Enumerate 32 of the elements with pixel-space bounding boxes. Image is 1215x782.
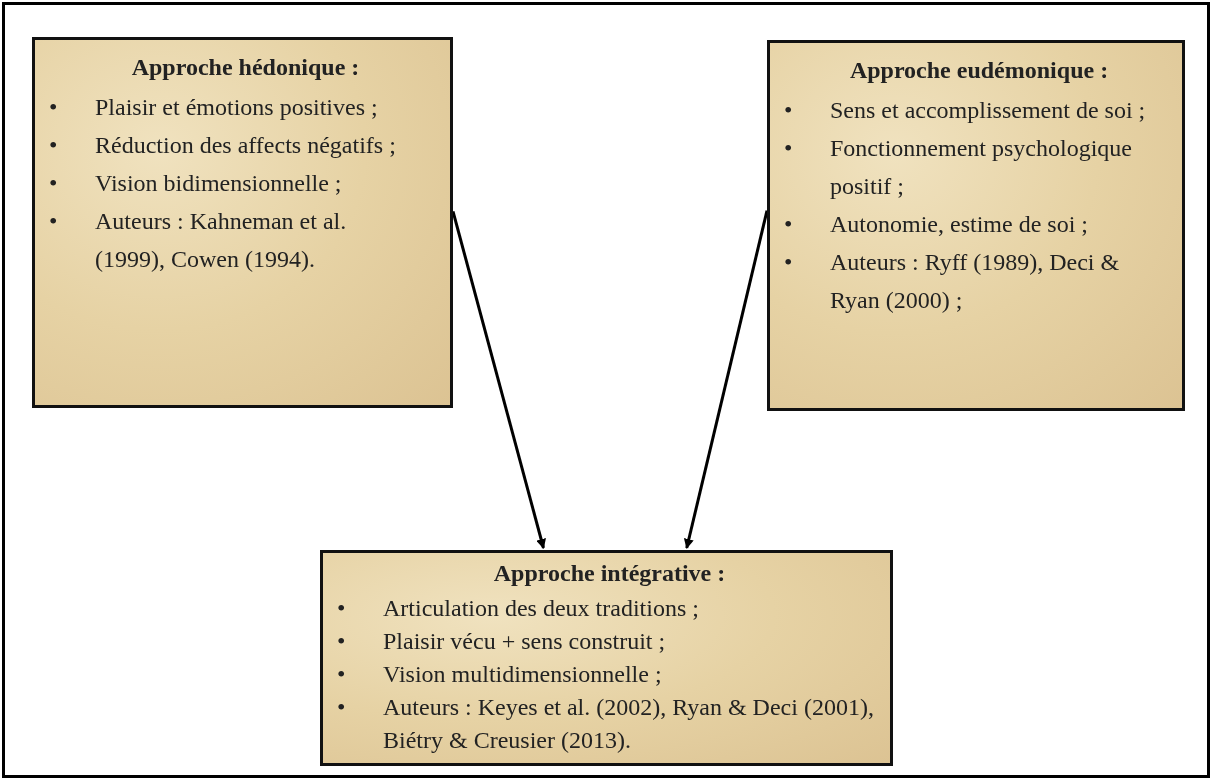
bullet-marker: • bbox=[49, 169, 58, 198]
bullet-item: Vision multidimensionnelle ; bbox=[383, 660, 663, 689]
box-heading: Approche hédonique : bbox=[130, 53, 361, 82]
parchment-box bbox=[32, 37, 453, 408]
arrow bbox=[451, 211, 546, 549]
bullet-marker: • bbox=[337, 627, 346, 656]
box-heading: Approche intégrative : bbox=[492, 559, 727, 588]
arrow bbox=[683, 210, 769, 549]
bullet-marker: • bbox=[784, 96, 793, 125]
bullet-marker: • bbox=[784, 248, 793, 277]
parchment-box bbox=[767, 40, 1185, 411]
bullet-marker: • bbox=[49, 207, 58, 236]
bullet-item: Plaisir vécu + sens construit ; bbox=[383, 627, 667, 656]
bullet-item: Autonomie, estime de soi ; bbox=[830, 210, 1089, 239]
bullet-marker: • bbox=[784, 210, 793, 239]
bullet-item: Auteurs : Kahneman et al. (1999), Cowen (1994). bbox=[95, 207, 348, 274]
bullet-marker: • bbox=[337, 693, 346, 722]
bullet-marker: • bbox=[49, 131, 58, 160]
bullet-marker: • bbox=[784, 134, 793, 163]
bullet-item: Vision bidimensionnelle ; bbox=[95, 169, 343, 198]
bullet-item: Sens et accomplissement de soi ; bbox=[830, 96, 1147, 125]
box-heading: Approche eudémonique : bbox=[848, 56, 1110, 85]
bullet-marker: • bbox=[337, 594, 346, 623]
bullet-item: Auteurs : Ryff (1989), Deci & Ryan (2000) ; bbox=[830, 248, 1121, 315]
parchment-box bbox=[320, 550, 893, 766]
bullet-marker: • bbox=[49, 93, 58, 122]
bullet-item: Plaisir et émotions positives ; bbox=[95, 93, 379, 122]
bullet-item: Articulation des deux traditions ; bbox=[383, 594, 700, 623]
bullet-item: Auteurs : Keyes et al. (2002), Ryan & Deci (2001), Biétry & Creusier (2013). bbox=[383, 693, 875, 755]
bullet-marker: • bbox=[337, 660, 346, 689]
bullet-item: Fonctionnement psychologique positif ; bbox=[830, 134, 1133, 201]
bullet-item: Réduction des affects négatifs ; bbox=[95, 131, 397, 160]
